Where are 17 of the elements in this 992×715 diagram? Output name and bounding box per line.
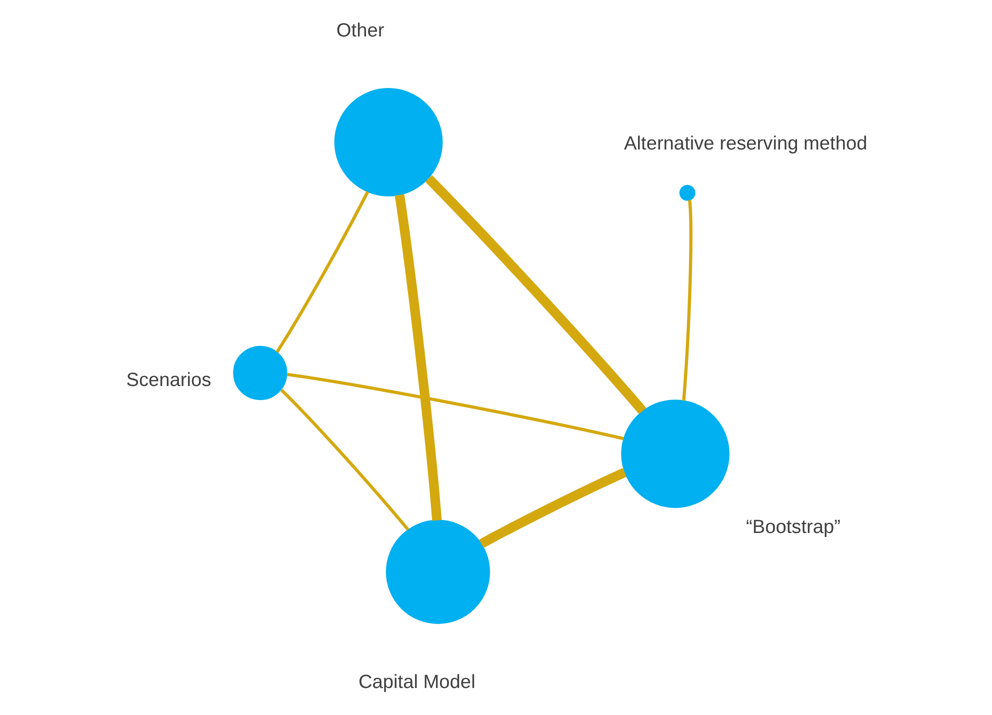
- connector: [286, 372, 624, 440]
- node-circle: [678, 184, 695, 201]
- node-label: Capital Model: [358, 672, 475, 693]
- node-label: “Bootstrap”: [746, 516, 840, 538]
- connector: [682, 200, 692, 401]
- node-circle: [620, 400, 729, 508]
- node-label: Scenarios: [126, 370, 211, 391]
- node-circle: [232, 346, 287, 400]
- connector: [394, 194, 442, 521]
- node-circle: [385, 520, 490, 624]
- node-circle: [334, 88, 442, 196]
- connector: [478, 468, 626, 548]
- connector: [280, 388, 409, 531]
- node-label: Alternative reserving method: [624, 134, 867, 155]
- node-label: Other: [336, 20, 384, 42]
- connector: [424, 175, 646, 414]
- connector: [275, 191, 369, 353]
